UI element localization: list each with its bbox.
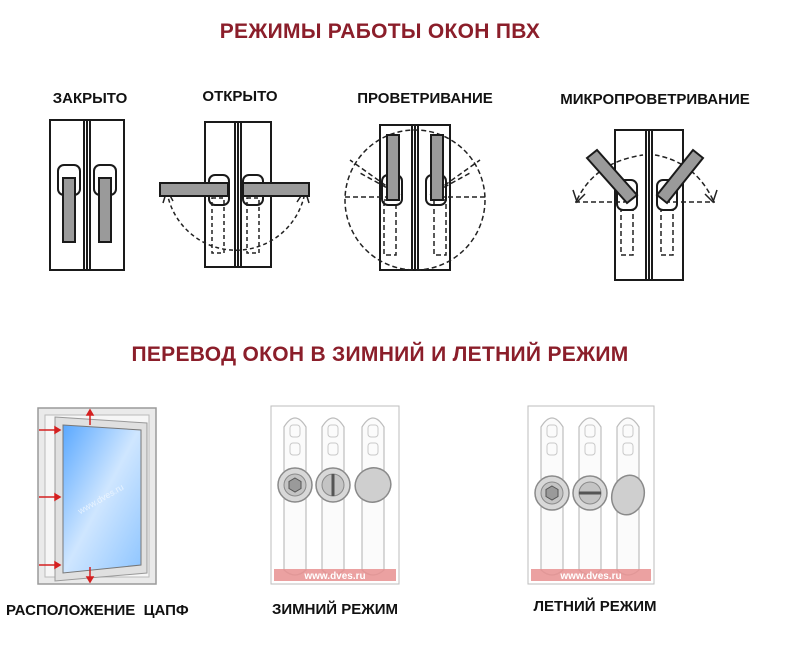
handle-right-icon <box>655 148 705 211</box>
summer-watermark: www.dves.ru <box>559 571 621 582</box>
diagram-trunnion-positions: www.dves.ru <box>37 407 157 585</box>
diagram-winter-mode: www.dves.ru <box>270 405 400 585</box>
handle-right-icon <box>93 164 117 243</box>
diagram-ventilation <box>344 124 486 271</box>
handle-right-icon <box>425 134 447 206</box>
label-open: ОТКРЫТО <box>202 88 278 105</box>
trunnion-hex-icon <box>277 467 313 503</box>
handle-left-icon <box>159 174 230 254</box>
winter-watermark: www.dves.ru <box>303 571 365 582</box>
label-closed: ЗАКРЫТО <box>52 90 128 107</box>
handle-right-icon <box>242 174 310 254</box>
diagram-micro-ventilation <box>572 129 718 281</box>
label-winter-mode: ЗИМНИЙ РЕЖИМ <box>271 601 399 618</box>
trunnion-slot-icon <box>315 467 351 503</box>
label-trunnion-positions: РАСПОЛОЖЕНИЕ ЦАПФ <box>6 602 189 619</box>
trunnion-oval-icon <box>354 467 392 503</box>
trunnion-slot-icon <box>572 475 608 511</box>
label-ventilation: ПРОВЕТРИВАНИЕ <box>357 90 493 107</box>
diagram-summer-mode: www.dves.ru <box>527 405 655 585</box>
handle-left-icon <box>57 164 81 243</box>
handle-left-icon <box>381 134 403 206</box>
diagram-closed <box>49 119 125 271</box>
trunnion-oval-icon <box>610 474 646 516</box>
label-micro-ventilation: МИКРОПРОВЕТРИВАНИЕ <box>560 91 750 108</box>
modes-heading: РЕЖИМЫ РАБОТЫ ОКОН ПВХ <box>219 20 541 43</box>
diagram-open <box>159 121 310 268</box>
trunnion-hex-icon <box>534 475 570 511</box>
seasonal-heading: ПЕРЕВОД ОКОН В ЗИМНИЙ И ЛЕТНИЙ РЕЖИМ <box>131 343 629 366</box>
label-summer-mode: ЛЕТНИЙ РЕЖИМ <box>533 598 657 615</box>
handle-left-icon <box>585 148 639 211</box>
